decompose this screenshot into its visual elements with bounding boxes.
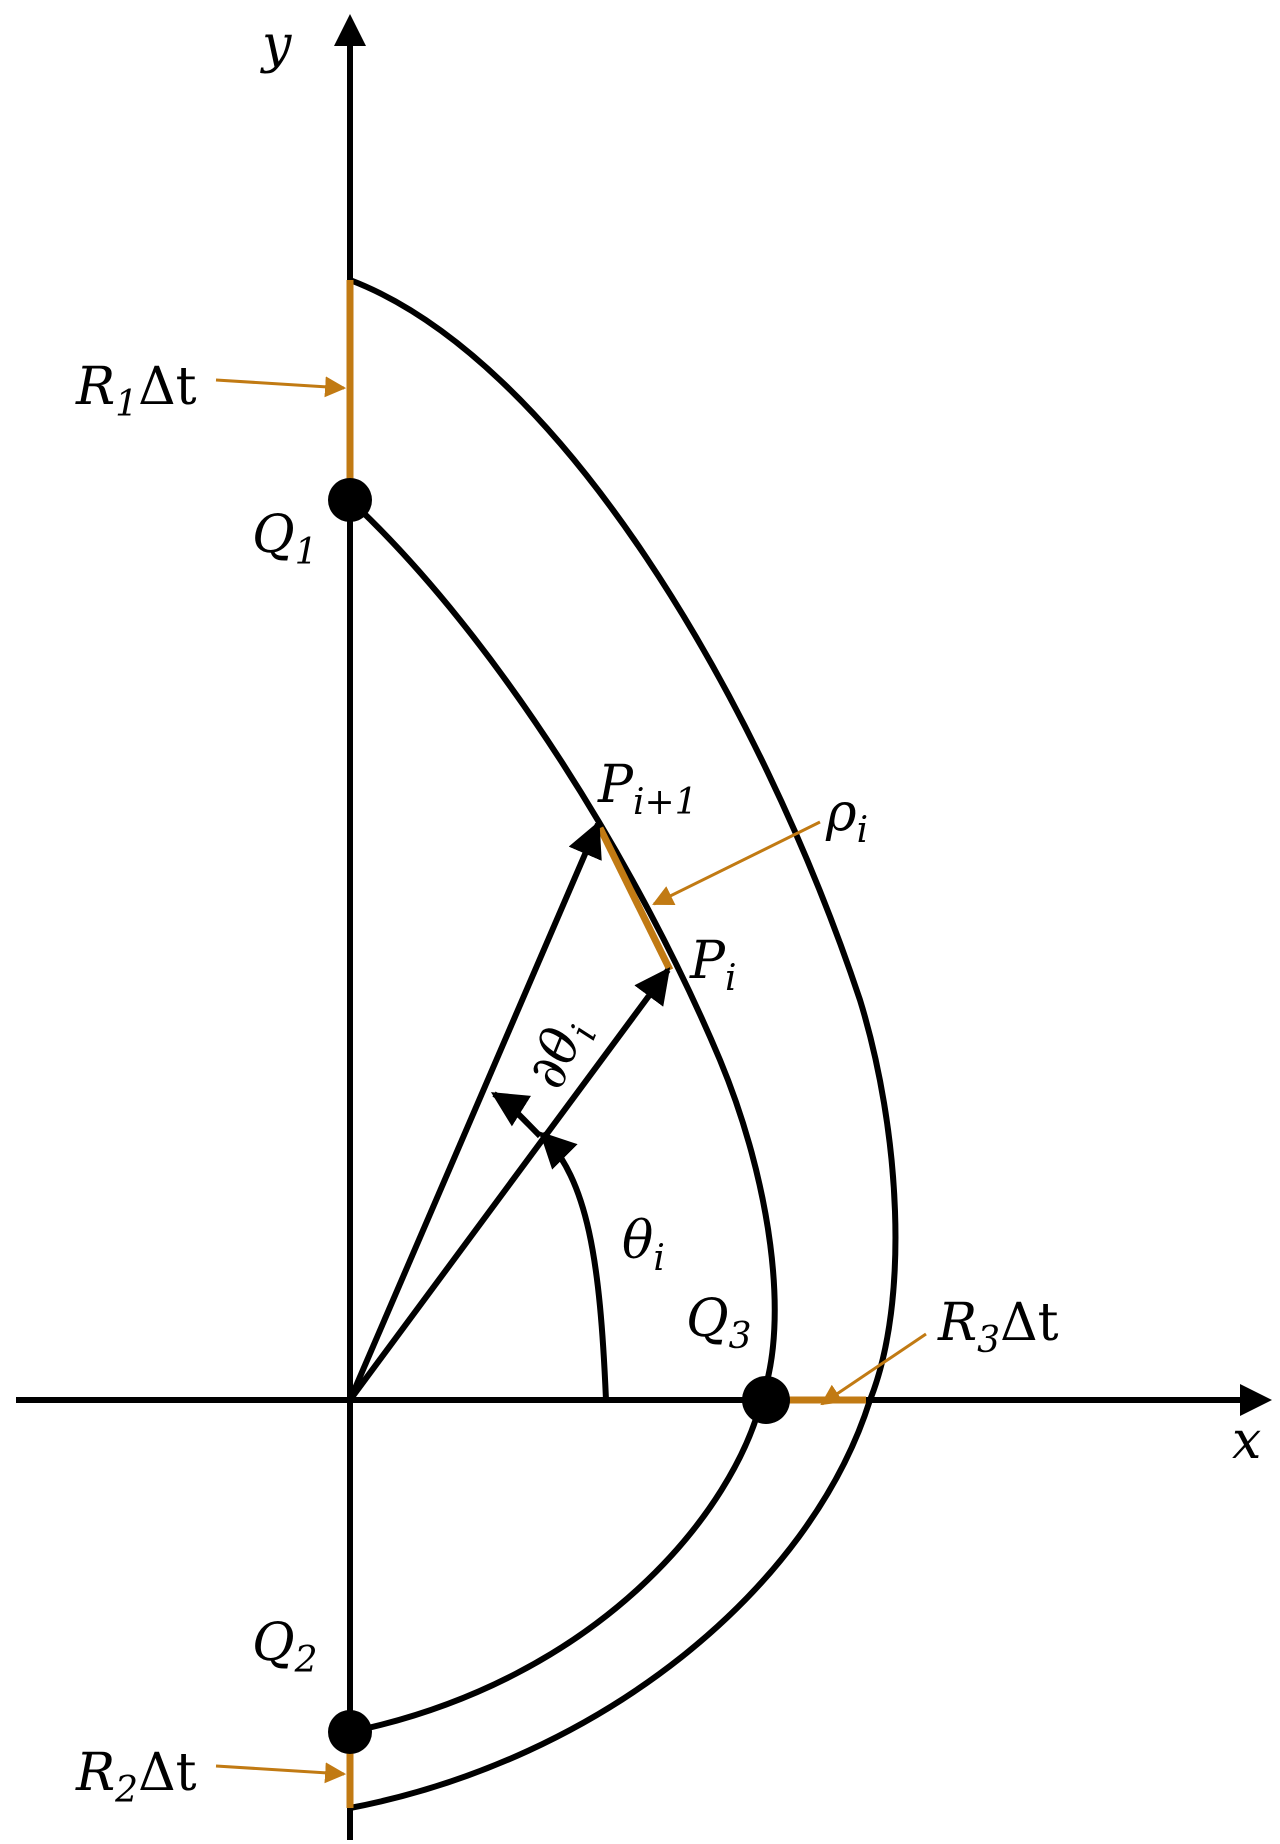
r3-label: R3Δt [937,1293,1059,1361]
y-axis-arrowhead [334,14,366,46]
p-next-label: Pi+1 [597,755,698,823]
p-i-label: Pi [689,931,737,999]
q1-point [328,478,372,522]
vector-p-next [347,820,602,1402]
q3-point [742,1376,790,1424]
q2-label: Q2 [252,1613,318,1681]
q3-label: Q3 [686,1289,752,1357]
q1-label: Q1 [252,505,318,573]
theta-label: θi [622,1211,665,1279]
r2-pointer-arrow [215,1762,347,1784]
q2-point [328,1710,372,1754]
r1-label: R1Δt [75,357,197,425]
theta-angle-arc [539,1131,609,1401]
outer-front-curve [348,277,899,1811]
r1-pointer-arrow [215,376,347,398]
dtheta-label: ∂θi [516,1010,605,1100]
rho-label: ρi [825,783,868,851]
r3-pointer-arrow [820,1332,927,1406]
inner-front-curve [347,497,778,1735]
rho-arc-segment [596,826,674,972]
r2-label: R2Δt [75,1743,197,1811]
dtheta-angle-arc [490,1091,543,1139]
y-axis-label: y [260,15,292,75]
rho-pointer-arrow [652,820,821,906]
x-axis-arrowhead [1240,1384,1272,1416]
x-axis-label: x [1232,1411,1261,1471]
vector-p-i [347,967,671,1402]
